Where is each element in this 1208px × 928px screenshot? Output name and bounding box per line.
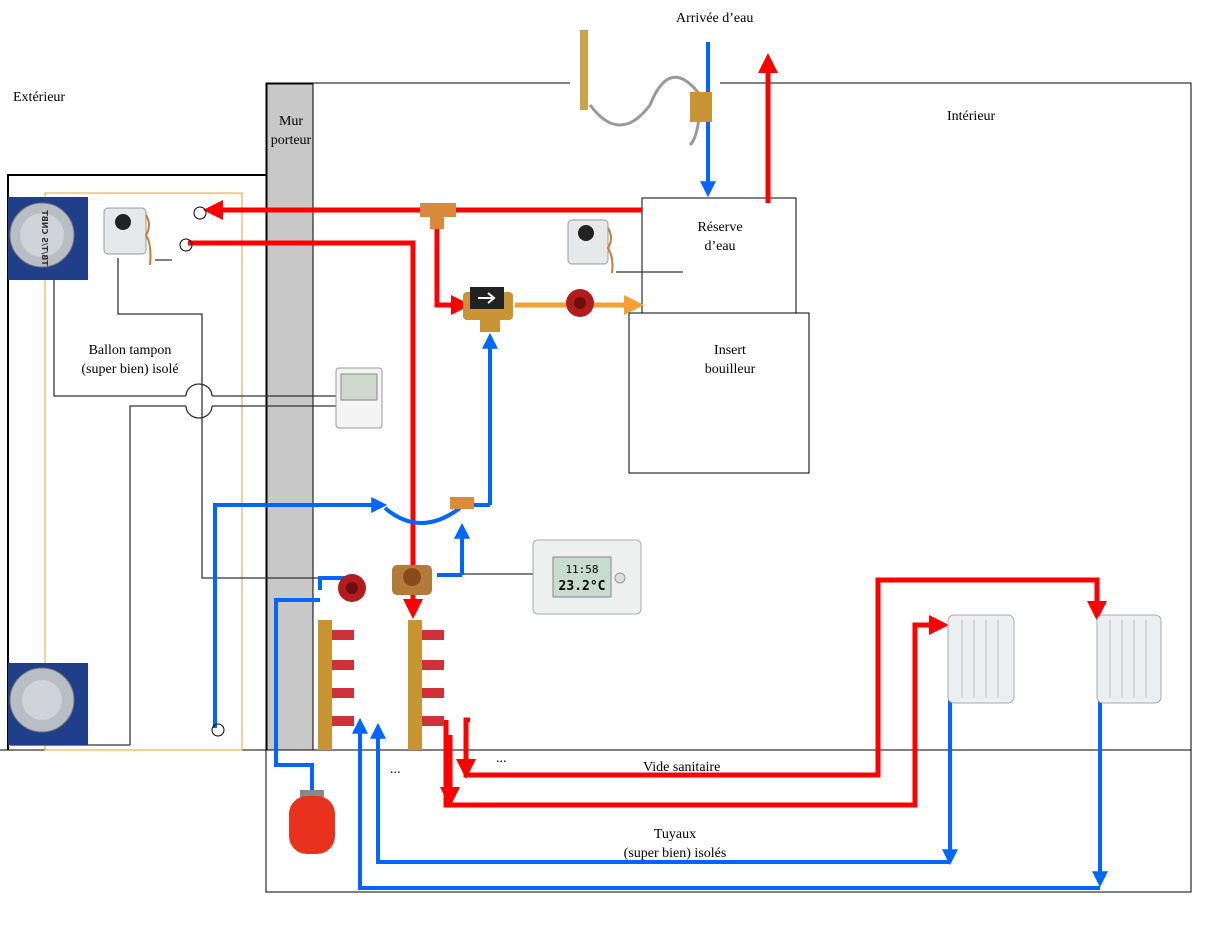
pipes-label: Tuyaux (super bien) isolés <box>600 825 750 863</box>
inside-label: Intérieur <box>947 109 996 124</box>
expansion-vessel <box>289 790 335 854</box>
room-thermostat: 11:58 23.2°C <box>532 539 642 615</box>
radiator-2 <box>1096 614 1162 704</box>
wall-label: Mur porteur <box>267 112 315 150</box>
tank-outlet-connection <box>193 206 207 220</box>
water-reserve-label: Réserve d’eau <box>680 218 760 256</box>
water-inlet-valve <box>580 30 712 147</box>
tank-thermostat <box>103 207 152 266</box>
manifold-left <box>318 620 354 750</box>
radiator-1 <box>947 614 1015 704</box>
insert-label: Insert bouilleur <box>680 341 780 379</box>
mixing-valve <box>392 565 432 595</box>
thermostat-temp: 23.2°C <box>559 579 606 594</box>
outside-enclosure <box>7 174 266 750</box>
wall-label-line1: Mur <box>278 114 304 129</box>
outside-label: Extérieur <box>13 90 66 105</box>
insert-line1: Insert <box>714 343 746 358</box>
cold-tee <box>450 497 474 509</box>
tank-return-connection <box>211 723 225 737</box>
control-wiring <box>10 258 683 746</box>
manifold-right <box>408 620 444 750</box>
insert-box <box>628 312 810 474</box>
reserve-thermostat <box>567 219 614 274</box>
crawl-space-label: Vide sanitaire <box>643 760 721 775</box>
insert-circulator-pump <box>566 289 594 317</box>
heater-brand-marking: TB/T/S CNBT <box>40 210 49 266</box>
tank-temperature-display <box>335 367 383 429</box>
water-inlet-label: Arrivée d’eau <box>676 11 754 26</box>
hot-tee <box>420 203 456 229</box>
load-bearing-wall <box>266 83 314 751</box>
buffer-tank <box>44 192 243 751</box>
buffer-tank-label: Ballon tampon (super bien) isolé <box>68 341 192 379</box>
electric-heater-bottom <box>8 663 88 745</box>
ellipsis-right: ... <box>496 751 507 766</box>
three-way-valve <box>463 287 513 332</box>
electric-heater-top: TB/T/S CNBT <box>8 197 88 280</box>
insert-line2: bouilleur <box>704 362 756 377</box>
water-reserve-line2: d’eau <box>704 239 736 254</box>
circulator-pump <box>338 574 366 602</box>
water-reserve-line1: Réserve <box>697 220 743 235</box>
pipes-line1: Tuyaux <box>653 827 697 842</box>
buffer-tank-line2: (super bien) isolé <box>81 362 179 377</box>
wall-label-line2: porteur <box>270 133 312 148</box>
buffer-tank-line1: Ballon tampon <box>88 343 172 358</box>
water-reserve-box <box>641 197 797 314</box>
ellipsis-left: ... <box>390 762 401 777</box>
thermostat-time: 11:58 <box>565 563 598 576</box>
pipes-line2: (super bien) isolés <box>623 846 727 861</box>
cold-pipes <box>213 42 1108 890</box>
tank-inlet-connection <box>179 238 193 252</box>
building-outline <box>0 82 1192 893</box>
